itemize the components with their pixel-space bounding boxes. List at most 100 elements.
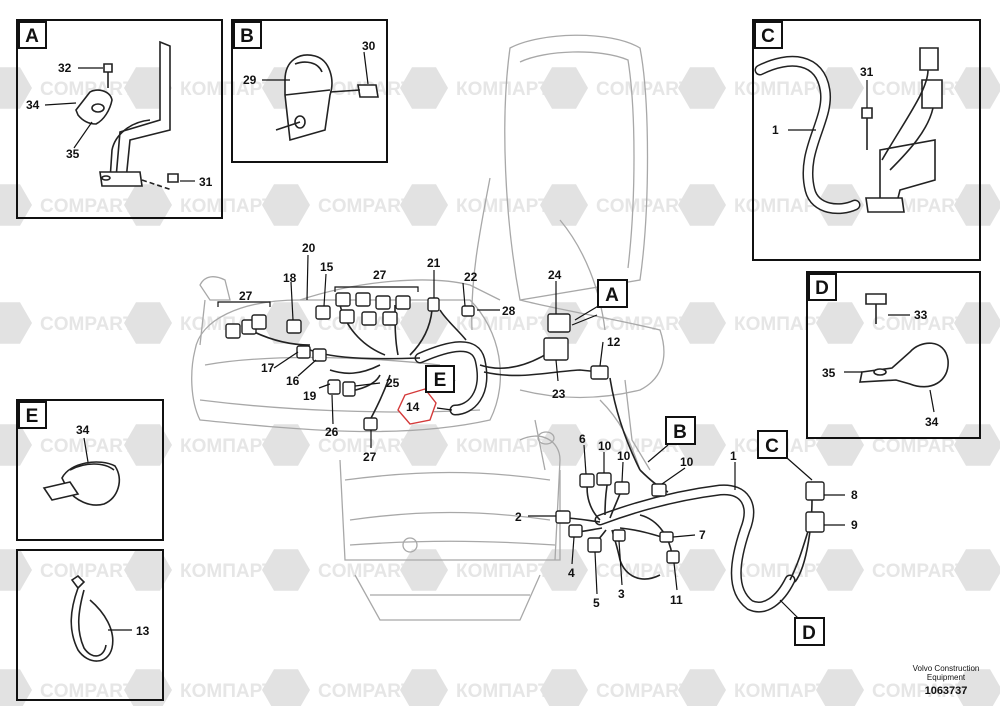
detail-pointers (439, 304, 813, 619)
svg-text:A: A (605, 285, 619, 306)
credit-block: Volvo Construction Equipment 1063737 (913, 664, 980, 697)
svg-text:КОМПАРТ: КОМПАРТ (734, 561, 828, 582)
callout-17: 17 (261, 361, 275, 375)
svg-text:КОМПАРТ: КОМПАРТ (734, 79, 828, 100)
credit-line-1: Volvo Construction (913, 664, 980, 673)
watermark-logo: КОМПАРТ (678, 184, 828, 226)
tag-c: C (757, 430, 788, 459)
callout-5: 5 (593, 596, 600, 610)
svg-text:COMPART: COMPART (318, 436, 413, 457)
callout-27: 27 (373, 268, 387, 282)
svg-text:COMPART: COMPART (596, 561, 691, 582)
svg-text:КОМПАРТ: КОМПАРТ (456, 79, 550, 100)
watermark-logo: КОМПАРТ (400, 184, 550, 226)
watermark-logo: COMPART (540, 669, 691, 711)
svg-text:D: D (815, 278, 829, 299)
svg-text:13: 13 (136, 624, 150, 638)
svg-text:COMPART: COMPART (40, 681, 135, 702)
callout-9: 9 (851, 518, 858, 532)
tag-b: B (665, 416, 696, 445)
callout-26: 26 (325, 425, 339, 439)
watermark-logo: COMPART (0, 549, 135, 591)
watermark-logo: COMPART (262, 184, 413, 226)
callout-20: 20 (302, 241, 316, 255)
svg-text:COMPART: COMPART (40, 314, 135, 335)
watermark-logo: КОМПАРТ (678, 302, 828, 344)
svg-text:COMPART: COMPART (596, 196, 691, 217)
detail-d-panel: D 33 35 34 (806, 271, 981, 439)
credit-line-2: Equipment (927, 673, 966, 682)
callout-18: 18 (283, 271, 297, 285)
watermark-logo: КОМПАРТ (400, 669, 550, 711)
callout-12: 12 (607, 335, 621, 349)
watermark-logo: КОМПАРТ (678, 67, 828, 109)
callout-1: 1 (730, 449, 737, 463)
watermark-logo: КОМПАРТ (124, 424, 274, 466)
callout-19: 19 (303, 389, 317, 403)
svg-text:КОМПАРТ: КОМПАРТ (734, 196, 828, 217)
svg-text:КОМПАРТ: КОМПАРТ (456, 436, 550, 457)
watermark-logo: COMPART (816, 669, 967, 711)
svg-text:34: 34 (925, 415, 939, 429)
watermark-logo: КОМПАРТ (124, 184, 274, 226)
callout-23: 23 (552, 387, 566, 401)
callout-3: 3 (618, 587, 625, 601)
watermark-logo: КОМПАРТ (954, 669, 1000, 711)
watermark-logo: COMPART (816, 424, 967, 466)
svg-text:COMPART: COMPART (872, 436, 967, 457)
svg-text:КОМПАРТ: КОМПАРТ (180, 561, 274, 582)
svg-text:COMPART: COMPART (318, 196, 413, 217)
tag-d: D (794, 617, 825, 646)
svg-text:35: 35 (822, 366, 836, 380)
watermark-logo: COMPART (540, 184, 691, 226)
svg-text:C: C (761, 26, 775, 47)
callout-27-left: 27 (239, 289, 253, 303)
svg-text:COMPART: COMPART (318, 561, 413, 582)
svg-text:E: E (26, 406, 39, 427)
watermark-logo: КОМПАРТ (954, 549, 1000, 591)
svg-text:33: 33 (914, 308, 928, 322)
callout-16: 16 (286, 374, 300, 388)
connectors (225, 292, 825, 564)
svg-text:COMPART: COMPART (40, 79, 135, 100)
watermark-logo: COMPART (0, 184, 135, 226)
svg-text:E: E (434, 370, 447, 391)
detail-b-panel: B 30 29 (231, 19, 388, 163)
svg-text:35: 35 (66, 147, 80, 161)
svg-text:COMPART: COMPART (872, 79, 967, 100)
watermark-layer: COMPARTКОМПАРТCOMPARTКОМПАРТCOMPARTКОМПА… (0, 67, 1000, 711)
svg-text:32: 32 (58, 61, 72, 75)
svg-text:КОМПАРТ: КОМПАРТ (180, 436, 274, 457)
watermark-logo: КОМПАРТ (954, 67, 1000, 109)
callout-28: 28 (502, 304, 516, 318)
watermark-logo: КОМПАРТ (954, 424, 1000, 466)
svg-text:C: C (765, 436, 779, 457)
svg-text:КОМПАРТ: КОМПАРТ (456, 196, 550, 217)
watermark-logo: COMPART (816, 67, 967, 109)
svg-text:КОМПАРТ: КОМПАРТ (180, 196, 274, 217)
svg-text:34: 34 (26, 98, 40, 112)
svg-text:КОМПАРТ: КОМПАРТ (734, 681, 828, 702)
svg-text:31: 31 (860, 65, 874, 79)
callout-8: 8 (851, 488, 858, 502)
svg-text:34: 34 (76, 423, 90, 437)
svg-text:B: B (240, 26, 254, 47)
watermark-logo: COMPART (0, 424, 135, 466)
watermark-logo: КОМПАРТ (678, 424, 828, 466)
svg-text:COMPART: COMPART (872, 681, 967, 702)
svg-text:COMPART: COMPART (40, 196, 135, 217)
callout-15: 15 (320, 260, 334, 274)
watermark-logo: COMPART (262, 549, 413, 591)
tag-e: E (425, 365, 455, 393)
watermark-logo: КОМПАРТ (400, 302, 550, 344)
watermark-logo: КОМПАРТ (124, 549, 274, 591)
svg-text:КОМПАРТ: КОМПАРТ (456, 561, 550, 582)
detail-tags: A B C D E (425, 279, 825, 646)
detail-e-panel: E 34 (16, 399, 164, 541)
callout-7: 7 (699, 528, 706, 542)
watermark-logo: КОМПАРТ (400, 424, 550, 466)
svg-text:COMPART: COMPART (596, 681, 691, 702)
svg-text:КОМПАРТ: КОМПАРТ (180, 79, 274, 100)
callout-21: 21 (427, 256, 441, 270)
